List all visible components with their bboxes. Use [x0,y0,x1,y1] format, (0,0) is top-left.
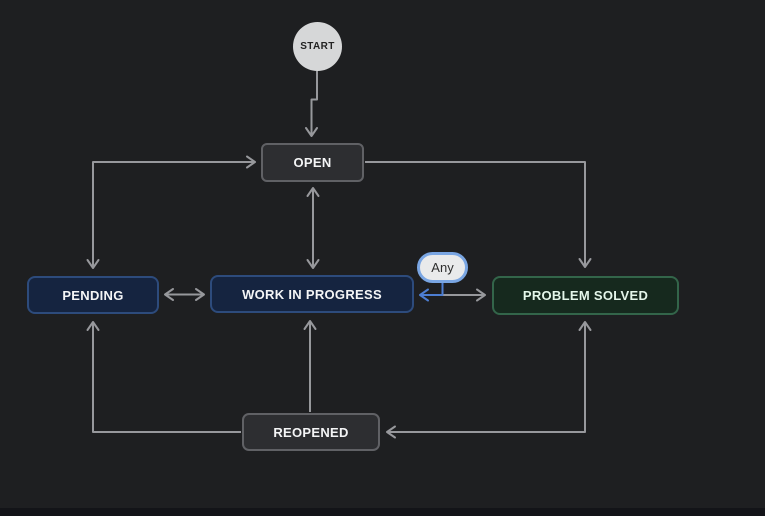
edge-reopened-to-pending[interactable] [86,321,241,433]
node-reopened[interactable]: REOPENED [242,413,380,451]
edge-start-to-open[interactable] [305,71,318,137]
edge-any-to-wip[interactable] [419,283,444,302]
bottom-edge-strip [0,508,765,516]
node-pending[interactable]: PENDING [27,276,159,314]
node-open[interactable]: OPEN [261,143,364,182]
node-start[interactable]: START [293,22,342,71]
node-problem-solved[interactable]: PROBLEM SOLVED [492,276,679,315]
edge-open-to-problem-solved[interactable] [365,161,592,268]
edge-problem-solved-reopened-two-way[interactable] [386,321,592,439]
node-any-global-transition[interactable]: Any [417,252,468,283]
node-work-in-progress[interactable]: WORK IN PROGRESS [210,275,414,313]
edge-pending-open-two-way[interactable] [86,155,256,269]
